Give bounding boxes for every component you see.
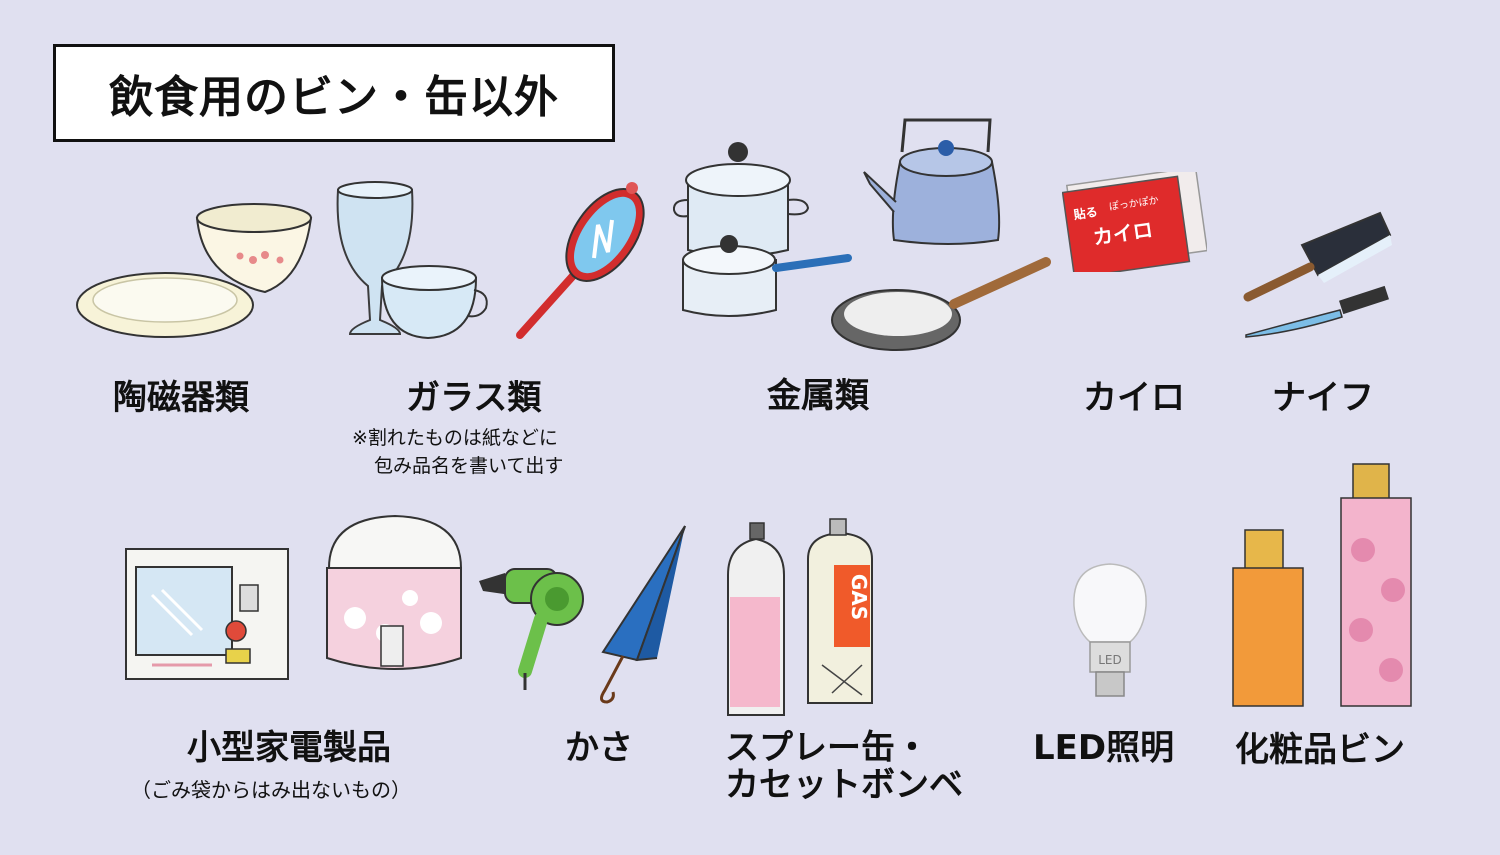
cosmetics-label: 化粧品ビン — [1235, 730, 1405, 770]
rice-cooker-icon — [326, 514, 463, 670]
hair-dryer-icon — [479, 568, 584, 690]
cosmetic-bottle-icon — [1232, 463, 1412, 707]
small-appliances-icon — [125, 548, 289, 680]
gas-can-text: GAS — [847, 574, 871, 620]
title-box: 飲食用のビン・缶以外 — [53, 44, 615, 142]
led-bulb-icon: LED — [1073, 563, 1147, 697]
appliances-note: （ごみ袋からはみ出ないもの） — [131, 778, 411, 802]
metal-cookware-icon — [672, 142, 852, 317]
appliances-label: 小型家電製品 — [187, 728, 391, 768]
frying-pan-icon — [831, 257, 1051, 351]
umbrella-icon — [600, 525, 686, 704]
umbrella-label: かさ — [565, 728, 633, 768]
kettle-icon — [863, 118, 1001, 245]
ceramics-label: 陶磁器類 — [113, 378, 249, 418]
metal-label: 金属類 — [767, 376, 869, 416]
spray-label-line1: スプレー缶・ — [725, 728, 929, 768]
glassware-icon — [336, 181, 488, 340]
glass-note-line1: ※割れたものは紙などに — [352, 427, 558, 449]
knife-icon — [1243, 211, 1392, 338]
spray-label-line2: カセットボンベ — [725, 765, 963, 805]
knife-label: ナイフ — [1272, 378, 1374, 418]
spray-can-icon: GAS — [727, 518, 873, 716]
hand-mirror-icon — [516, 182, 645, 339]
glass-note-line2: 包み品名を書いて出す — [374, 455, 564, 477]
glass-label: ガラス類 — [406, 378, 542, 418]
kairo-label: カイロ — [1083, 378, 1185, 418]
led-bulb-text: LED — [1098, 653, 1122, 667]
page-title: 飲食用のビン・缶以外 — [109, 72, 559, 123]
ceramic-dishes-icon — [76, 203, 313, 338]
led-label: LED照明 — [1033, 728, 1175, 768]
kairo-pack-top: 貼る — [1073, 204, 1099, 222]
hand-warmer-icon: 貼る ぽっかぽか カイロ — [1062, 172, 1207, 272]
